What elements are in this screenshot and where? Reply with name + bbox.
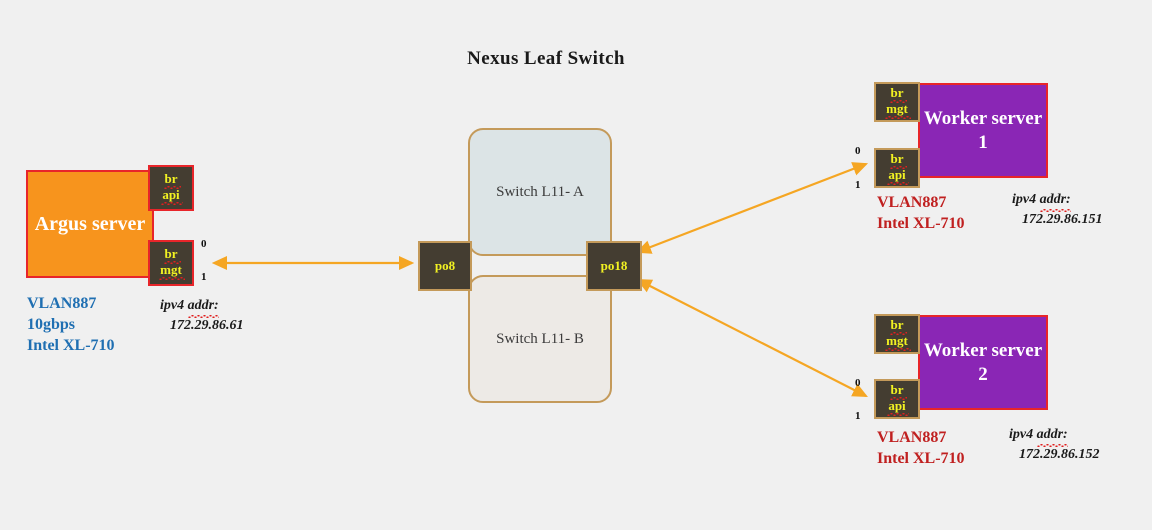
argus-br-api-line2: api <box>161 187 184 205</box>
switch-po8-label: po8 <box>434 257 456 273</box>
argus-caption: VLAN887 10gbps Intel XL-710 <box>27 295 115 355</box>
node-switch-l11-b[interactable]: Switch L11- B <box>468 275 612 403</box>
argus-br-mgt-line2: mgt <box>159 262 185 280</box>
switch-po18-port[interactable]: po18 <box>586 241 642 291</box>
worker1-br-api-port[interactable]: br api <box>874 148 920 188</box>
worker2-br-api-line1: br <box>889 382 907 400</box>
argus-br-api-port[interactable]: br api <box>148 165 194 211</box>
link-po18-to-worker1 <box>635 162 869 254</box>
worker2-br-api-line2: api <box>887 398 910 416</box>
argus-interface-index-0: 0 <box>201 238 207 250</box>
argus-ip-label-prefix: ipv4 <box>160 298 188 313</box>
worker1-br-api-line1: br <box>889 151 907 169</box>
worker1-br-mgt-port[interactable]: br mgt <box>874 82 920 122</box>
worker1-ip-block: ipv4 addr: 172.29.86.151 <box>1012 190 1103 229</box>
worker1-caption: VLAN887 Intel XL-710 <box>877 194 965 233</box>
worker1-br-api-line2: api <box>887 167 910 185</box>
worker-server-1-label: Worker server 1 <box>923 107 1043 153</box>
worker2-ip-label-addr: addr: <box>1036 425 1068 447</box>
worker2-caption: VLAN887 Intel XL-710 <box>877 429 965 468</box>
worker1-br-mgt-line2: mgt <box>885 101 911 119</box>
switch-l11-b-label: Switch L11- B <box>496 330 584 347</box>
argus-ip-block: ipv4 addr: 172.29.86.61 <box>160 296 244 335</box>
switch-l11-a-label: Switch L11- A <box>496 183 584 200</box>
worker2-ip-label-prefix: ipv4 <box>1009 427 1037 442</box>
worker-server-2-label: Worker server 2 <box>923 339 1043 385</box>
argus-br-mgt-port[interactable]: br mgt <box>148 240 194 286</box>
argus-ip-label-addr: addr: <box>187 296 219 318</box>
argus-interface-index-1: 1 <box>201 271 207 283</box>
worker2-interface-index-1: 1 <box>855 410 861 422</box>
worker2-br-api-port[interactable]: br api <box>874 379 920 419</box>
argus-server-label: Argus server <box>34 212 146 235</box>
worker1-interface-index-0: 0 <box>855 145 861 157</box>
worker1-interface-index-1: 1 <box>855 179 861 191</box>
worker1-br-mgt-line1: br <box>889 85 907 103</box>
page-title: Nexus Leaf Switch <box>467 48 625 69</box>
argus-br-mgt-line1: br <box>163 246 181 264</box>
node-worker-server-2[interactable]: Worker server 2 <box>918 315 1048 410</box>
worker2-br-mgt-line1: br <box>889 317 907 335</box>
switch-po8-port[interactable]: po8 <box>418 241 472 291</box>
worker1-ip-label-addr: addr: <box>1039 190 1071 212</box>
worker2-interface-index-0: 0 <box>855 377 861 389</box>
node-argus-server[interactable]: Argus server <box>26 170 154 278</box>
argus-ip-value: 172.29.86.61 <box>170 317 244 333</box>
worker2-ip-block: ipv4 addr: 172.29.86.152 <box>1009 425 1100 464</box>
node-worker-server-1[interactable]: Worker server 1 <box>918 83 1048 178</box>
worker2-br-mgt-port[interactable]: br mgt <box>874 314 920 354</box>
switch-po18-label: po18 <box>600 257 628 273</box>
argus-br-api-line1: br <box>163 171 181 189</box>
worker1-ip-label-prefix: ipv4 <box>1012 192 1040 207</box>
worker2-ip-value: 172.29.86.152 <box>1019 446 1100 462</box>
worker2-br-mgt-line2: mgt <box>885 333 911 351</box>
link-po18-to-worker2 <box>636 279 868 397</box>
worker1-ip-value: 172.29.86.151 <box>1022 211 1103 227</box>
node-switch-l11-a[interactable]: Switch L11- A <box>468 128 612 256</box>
